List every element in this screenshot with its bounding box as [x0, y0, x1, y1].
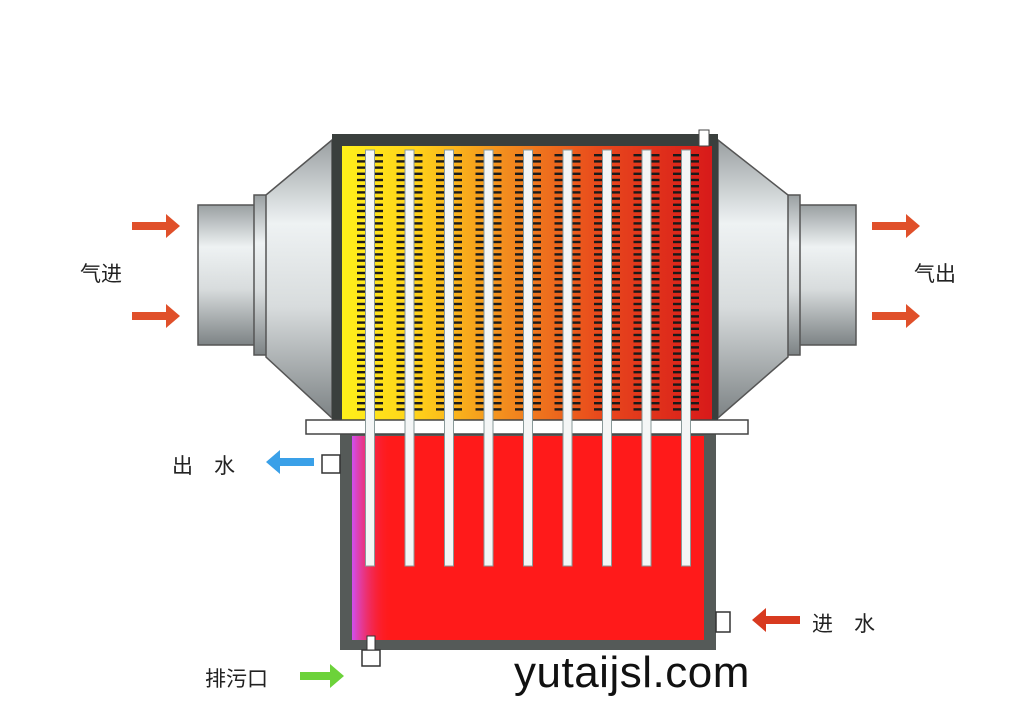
- heat-pipe: [475, 149, 502, 567]
- pipe-body: [641, 149, 652, 567]
- heat-pipe: [554, 149, 581, 567]
- watermark: yutaijsl.com: [514, 648, 750, 697]
- heat-pipe: [396, 149, 423, 567]
- gas-inlet-duct: [197, 138, 333, 420]
- heat-pipe: [673, 149, 699, 567]
- gas-out-arrow-top: [872, 214, 920, 238]
- pipe-body: [483, 149, 494, 567]
- water-inlet-nozzle: [715, 611, 731, 633]
- heat-pipe: [515, 149, 541, 567]
- gas-in-label: 气进: [80, 262, 122, 286]
- drain-arrow: [300, 664, 344, 688]
- heat-pipe: [594, 149, 620, 567]
- gas-outlet-duct: [717, 138, 857, 420]
- water-in-arrow: [752, 608, 800, 632]
- heat-pipes: [357, 149, 699, 567]
- gas-in-arrow-bottom: [132, 304, 180, 328]
- drain-nozzle: [361, 649, 381, 667]
- pipe-body: [562, 149, 573, 567]
- gas-in-arrow-top: [132, 214, 180, 238]
- water-out-label: 出 水: [172, 454, 235, 478]
- heat-pipe: [436, 149, 462, 567]
- water-in-label: 进 水: [812, 612, 875, 636]
- pipe-body: [602, 149, 612, 567]
- heat-pipe: [633, 149, 660, 567]
- heat-pipe: [357, 149, 383, 567]
- gas-out-arrow-bottom: [872, 304, 920, 328]
- gas-out-label: 气出: [914, 262, 956, 286]
- water-out-arrow: [266, 450, 314, 474]
- pipe-body: [523, 149, 533, 567]
- pipe-body: [404, 149, 415, 567]
- drain-label: 排污口: [205, 667, 268, 691]
- pipe-body: [365, 149, 375, 567]
- water-outlet-nozzle: [321, 454, 341, 474]
- pipe-body: [681, 149, 691, 567]
- pipe-body: [444, 149, 454, 567]
